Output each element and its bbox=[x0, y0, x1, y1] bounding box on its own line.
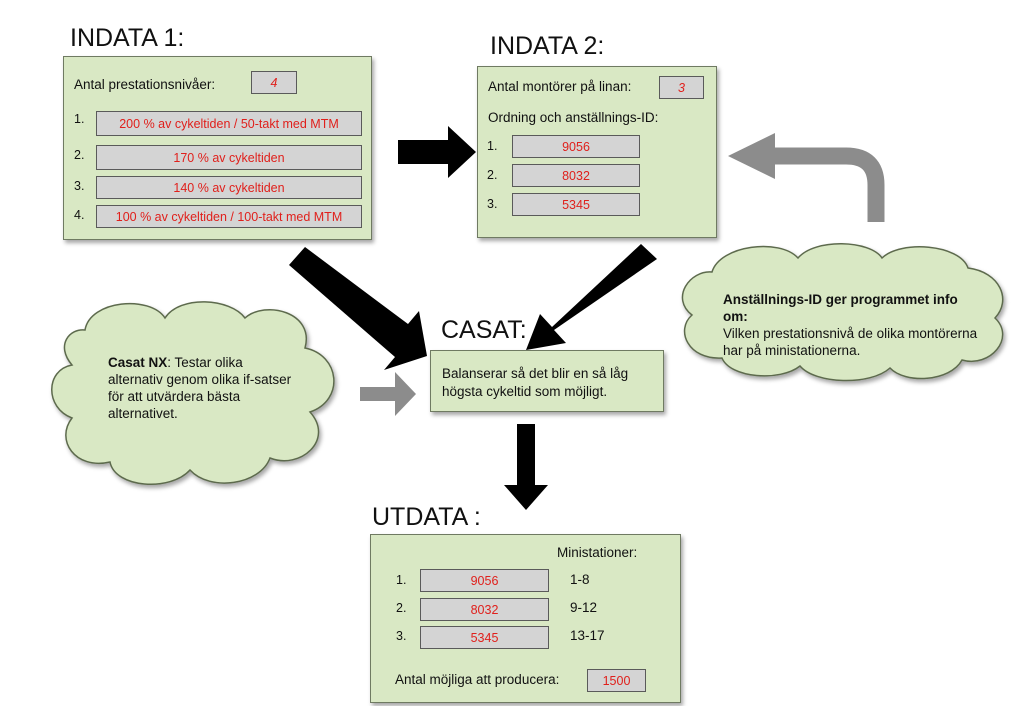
cloud-left-text: Casat NX: Testar olika alternativ genom … bbox=[108, 354, 293, 422]
indata1-level-2-field[interactable]: 170 % av cykeltiden bbox=[96, 145, 362, 170]
utdata-row-3-num: 3. bbox=[396, 629, 407, 643]
indata2-order-label: Ordning och anställnings-ID: bbox=[488, 110, 659, 125]
arrow-casat-to-utdata bbox=[504, 424, 548, 510]
arrow-cloud-to-casat bbox=[360, 372, 416, 416]
indata1-level-4-field[interactable]: 100 % av cykeltiden / 100-takt med MTM bbox=[96, 205, 362, 228]
casat-panel: Balanserar så det blir en så låg högsta … bbox=[430, 350, 664, 412]
cloud-left-bold: Casat NX bbox=[108, 355, 168, 370]
cloud-left-shape bbox=[51, 301, 335, 486]
indata1-level-4-num: 4. bbox=[74, 208, 85, 222]
utdata-row-2-stations: 9-12 bbox=[570, 600, 598, 615]
utdata-row-3-id[interactable]: 5345 bbox=[420, 626, 549, 649]
indata1-level-1-field[interactable]: 200 % av cykeltiden / 50-takt med MTM bbox=[96, 111, 362, 136]
indata2-panel: Antal montörer på linan: 3 Ordning och a… bbox=[477, 66, 717, 238]
indata2-count-field[interactable]: 3 bbox=[659, 76, 704, 99]
utdata-row-1-num: 1. bbox=[396, 573, 407, 587]
cloud-right-text: Anställnings-ID ger programmet info om:V… bbox=[723, 291, 983, 359]
utdata-produce-label: Antal möjliga att producera: bbox=[395, 672, 560, 687]
utdata-row-1-id[interactable]: 9056 bbox=[420, 569, 549, 592]
indata1-heading: INDATA 1: bbox=[70, 24, 185, 52]
indata2-heading: INDATA 2: bbox=[490, 32, 605, 60]
utdata-row-2-id[interactable]: 8032 bbox=[420, 598, 549, 621]
indata2-id-3-field[interactable]: 5345 bbox=[512, 193, 640, 216]
cloud-right-body: Vilken prestationsnivå de olika montörer… bbox=[723, 326, 978, 358]
cloud-left-body: : Testar olika alternativ genom olika if… bbox=[108, 355, 292, 421]
indata1-count-label: Antal prestationsnivåer: bbox=[74, 77, 216, 92]
indata1-level-1-num: 1. bbox=[74, 112, 85, 126]
utdata-stations-header: Ministationer: bbox=[557, 545, 638, 560]
indata2-id-1-num: 1. bbox=[487, 139, 498, 153]
cloud-right-bold: Anställnings-ID ger programmet info om: bbox=[723, 292, 958, 324]
casat-text: Balanserar så det blir en så låg högsta … bbox=[442, 366, 629, 399]
indata2-id-2-num: 2. bbox=[487, 168, 498, 182]
casat-heading: CASAT: bbox=[441, 316, 527, 344]
indata1-level-2-num: 2. bbox=[74, 148, 85, 162]
indata1-level-3-field[interactable]: 140 % av cykeltiden bbox=[96, 176, 362, 199]
arrow-cloud-to-indata2-head bbox=[728, 133, 775, 179]
utdata-heading: UTDATA : bbox=[372, 503, 481, 531]
indata1-level-3-num: 3. bbox=[74, 179, 85, 193]
cloud-right-shape bbox=[681, 243, 1004, 382]
indata2-id-3-num: 3. bbox=[487, 197, 498, 211]
indata2-id-2-field[interactable]: 8032 bbox=[512, 164, 640, 187]
utdata-row-1-stations: 1-8 bbox=[570, 572, 590, 587]
utdata-produce-field[interactable]: 1500 bbox=[587, 669, 646, 692]
indata2-count-label: Antal montörer på linan: bbox=[488, 79, 632, 94]
arrow-indata2-to-casat bbox=[526, 244, 657, 350]
utdata-row-3-stations: 13-17 bbox=[570, 628, 605, 643]
arrow-indata1-to-casat bbox=[289, 247, 427, 370]
arrow-indata1-to-indata2 bbox=[398, 126, 476, 178]
indata1-count-field[interactable]: 4 bbox=[251, 71, 297, 94]
arrow-cloud-to-indata2 bbox=[770, 147, 885, 222]
utdata-panel: Ministationer: 1. 9056 1-8 2. 8032 9-12 … bbox=[370, 534, 681, 703]
indata2-id-1-field[interactable]: 9056 bbox=[512, 135, 640, 158]
utdata-row-2-num: 2. bbox=[396, 601, 407, 615]
indata1-panel: Antal prestationsnivåer: 4 1. 200 % av c… bbox=[63, 56, 372, 240]
